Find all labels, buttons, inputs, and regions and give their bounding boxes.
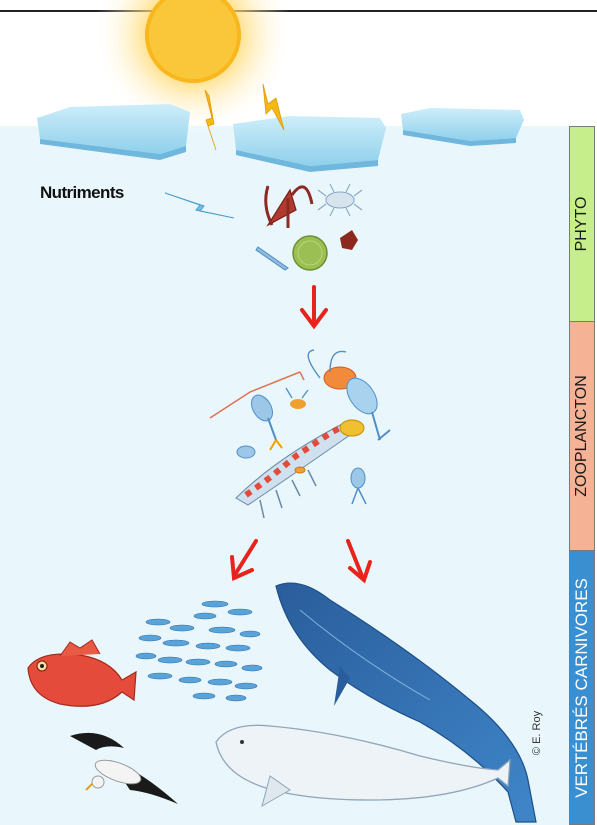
band-vertebres-label: VERTÉBRÉS CARNIVORES <box>572 578 592 798</box>
small-copepod-icon <box>290 399 306 409</box>
top-rule <box>0 10 597 12</box>
band-zooplancton: ZOOPLANCTON <box>569 321 595 551</box>
nutrients-label: Nutriments <box>40 183 124 203</box>
band-vertebres-carnivores: VERTÉBRÉS CARNIVORES <box>569 550 595 825</box>
band-phyto: PHYTO <box>569 126 595 322</box>
band-zooplancton-label: ZOOPLANCTON <box>573 375 591 497</box>
credit-label: © E. Roy <box>531 711 543 755</box>
band-phyto-label: PHYTO <box>573 197 591 252</box>
